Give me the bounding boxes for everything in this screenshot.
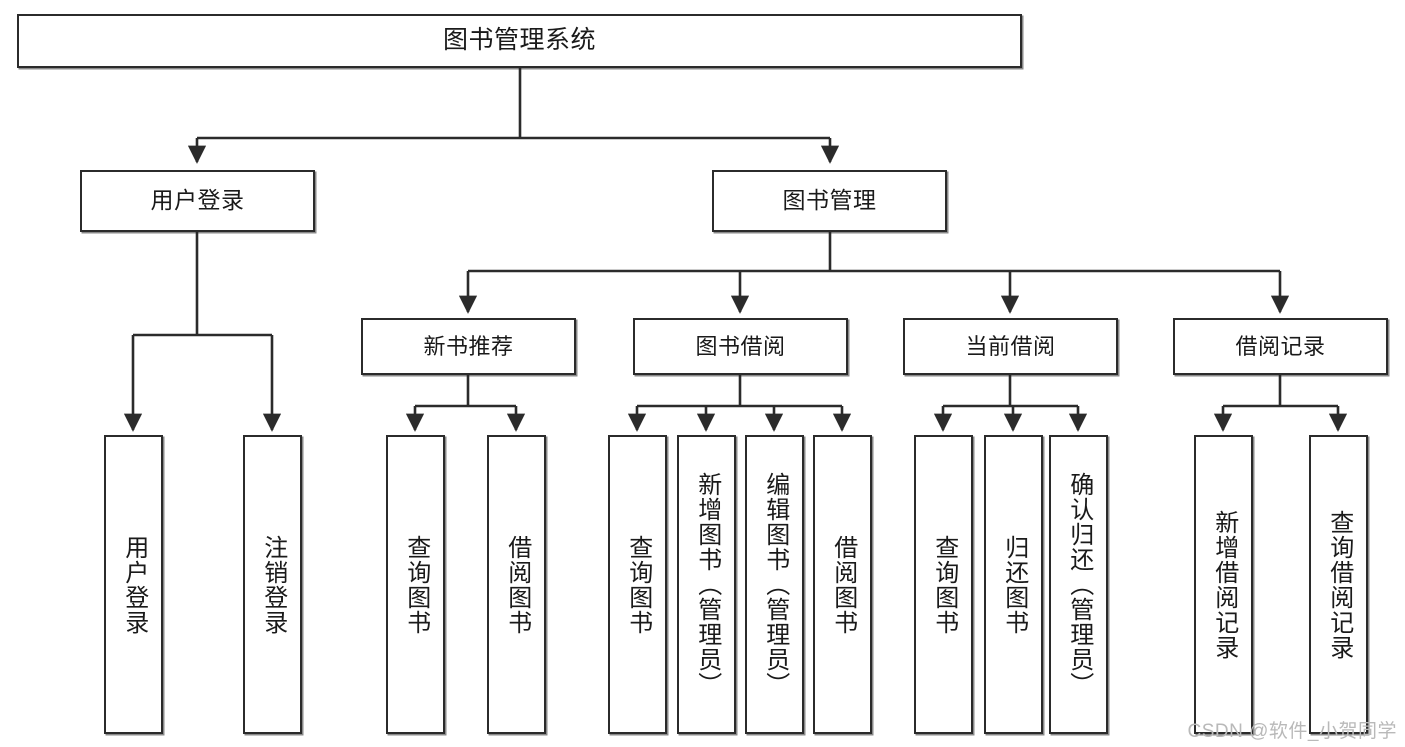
- node-label: 归还图书: [1000, 534, 1028, 635]
- node-label: 用户登录: [150, 187, 245, 214]
- node-current-borrow[interactable]: 当前借阅: [903, 318, 1118, 375]
- node-user-login[interactable]: 用户登录: [80, 170, 315, 232]
- node-new-book-recommendation[interactable]: 新书推荐: [361, 318, 576, 375]
- node-label: 借阅图书: [829, 534, 857, 635]
- leaf-book-borrow-borrow-book[interactable]: 借阅图书: [813, 435, 872, 734]
- node-label: 查询图书: [624, 534, 652, 635]
- node-label: 图书借阅: [695, 333, 786, 359]
- node-label: 借阅图书: [503, 534, 531, 635]
- node-label: 当前借阅: [965, 333, 1056, 359]
- leaf-current-borrow-return-book[interactable]: 归还图书: [984, 435, 1043, 734]
- node-label: 新增借阅记录: [1210, 509, 1238, 660]
- leaf-book-borrow-query-book[interactable]: 查询图书: [608, 435, 667, 734]
- node-book-management[interactable]: 图书管理: [712, 170, 947, 232]
- leaf-book-borrow-add-book-admin[interactable]: 新增图书（管理员）: [677, 435, 736, 734]
- node-label: 新书推荐: [423, 333, 514, 359]
- node-label: 图书管理: [782, 187, 877, 214]
- node-label: 注销登录: [259, 534, 287, 635]
- node-book-borrow[interactable]: 图书借阅: [633, 318, 848, 375]
- node-label: 图书管理系统: [442, 26, 596, 55]
- leaf-current-borrow-confirm-return-admin[interactable]: 确认归还（管理员）: [1049, 435, 1108, 734]
- node-label: 借阅记录: [1235, 333, 1326, 359]
- node-borrow-record[interactable]: 借阅记录: [1173, 318, 1388, 375]
- leaf-new-book-query-book[interactable]: 查询图书: [386, 435, 445, 734]
- node-label: 查询借阅记录: [1325, 509, 1353, 660]
- node-label: 查询图书: [930, 534, 958, 635]
- node-label: 查询图书: [402, 534, 430, 635]
- leaf-current-borrow-query-book[interactable]: 查询图书: [914, 435, 973, 734]
- node-root-system[interactable]: 图书管理系统: [17, 14, 1022, 68]
- leaf-book-borrow-edit-book-admin[interactable]: 编辑图书（管理员）: [745, 435, 804, 734]
- node-label: 新增图书（管理员）: [693, 472, 721, 697]
- node-label: 确认归还（管理员）: [1065, 472, 1093, 697]
- leaf-new-book-borrow-book[interactable]: 借阅图书: [487, 435, 546, 734]
- leaf-user-login-login[interactable]: 用户登录: [104, 435, 163, 734]
- node-label: 用户登录: [120, 534, 148, 635]
- csdn-watermark: CSDN @软件_小贺同学: [1187, 721, 1397, 742]
- leaf-borrow-record-query-record[interactable]: 查询借阅记录: [1309, 435, 1368, 734]
- leaf-borrow-record-add-record[interactable]: 新增借阅记录: [1194, 435, 1253, 734]
- node-label: 编辑图书（管理员）: [761, 472, 789, 697]
- leaf-user-login-logout[interactable]: 注销登录: [243, 435, 302, 734]
